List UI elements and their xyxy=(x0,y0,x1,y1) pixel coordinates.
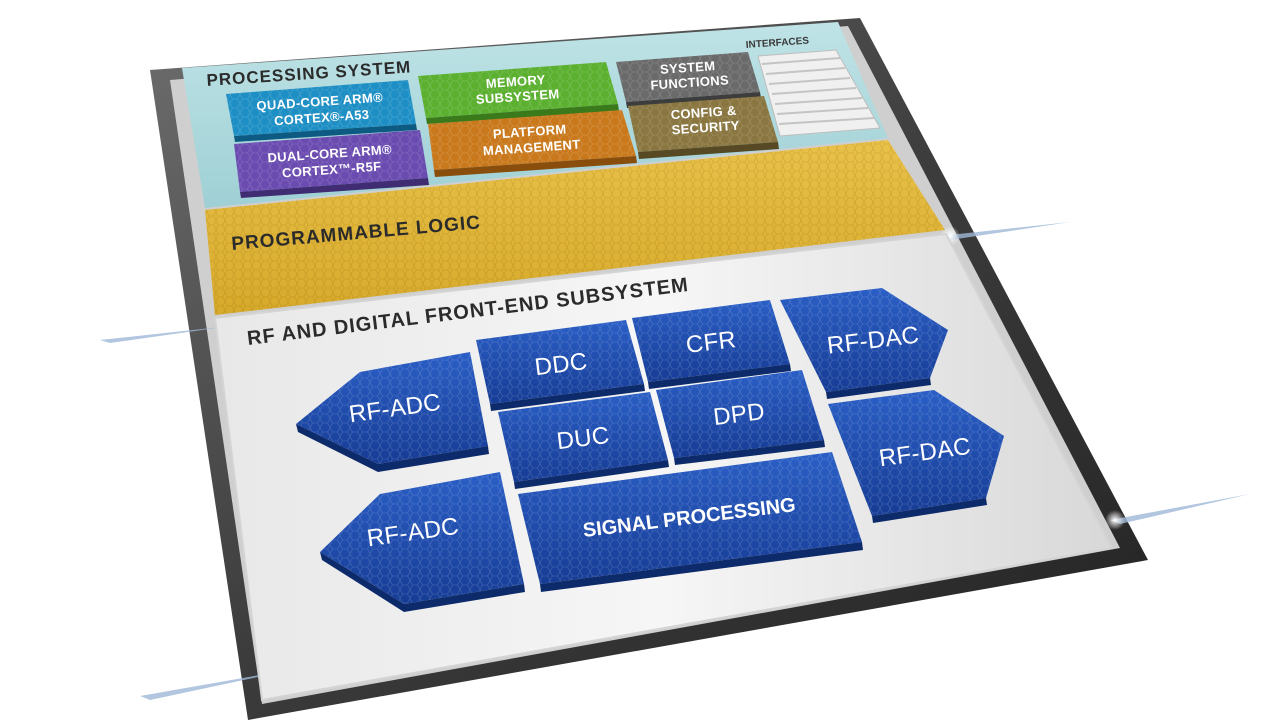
signal-processing-block: SIGNAL PROCESSING xyxy=(518,452,863,592)
light-streak xyxy=(100,326,230,343)
memory-line2: SUBSYSTEM xyxy=(475,86,559,107)
dpd-block: DPD xyxy=(656,370,825,465)
programmable-logic-panel: PROGRAMMABLE LOGIC xyxy=(205,140,945,315)
ddc-block: DDC xyxy=(476,320,645,411)
rf-adc-bottom-block: RF-ADC xyxy=(320,472,525,612)
rf-adc-top-block: RF-ADC xyxy=(296,352,489,472)
duc-block: DUC xyxy=(498,392,669,489)
interfaces-block: INTERFACES xyxy=(745,36,881,137)
rf-dac-top-block: RF-DAC xyxy=(780,288,948,399)
dual-core-arm-block: DUAL-CORE ARM® CORTEX™-R5F xyxy=(234,130,429,198)
memory-line1: MEMORY xyxy=(485,72,546,91)
dual-core-line2: CORTEX™-R5F xyxy=(282,159,382,181)
cfr-block: CFR xyxy=(632,300,791,389)
dpd-label: DPD xyxy=(712,398,766,431)
light-streak xyxy=(1110,494,1250,524)
ddc-label: DDC xyxy=(533,348,589,381)
quad-core-arm-block: QUAD-CORE ARM® CORTEX®-A53 xyxy=(226,80,417,142)
platform-line2: MANAGEMENT xyxy=(482,137,580,159)
system-functions-block: SYSTEM FUNCTIONS xyxy=(616,52,761,108)
system-line1: SYSTEM xyxy=(660,58,716,77)
platform-line1: PLATFORM xyxy=(492,121,567,141)
platform-management-block: PLATFORM MANAGEMENT xyxy=(428,110,637,177)
interfaces-label: INTERFACES xyxy=(745,36,809,51)
system-line2: FUNCTIONS xyxy=(650,72,729,92)
quad-core-line2: CORTEX®-A53 xyxy=(274,107,370,129)
config-line1: CONFIG & xyxy=(670,103,737,123)
config-security-block: CONFIG & SECURITY xyxy=(628,96,779,159)
memory-subsystem-block: MEMORY SUBSYSTEM xyxy=(418,62,619,124)
rf-dac-bottom-block: RF-DAC xyxy=(828,390,1004,523)
light-streak xyxy=(940,222,1070,240)
duc-label: DUC xyxy=(555,422,611,455)
config-line2: SECURITY xyxy=(671,118,740,138)
cfr-label: CFR xyxy=(685,326,738,359)
